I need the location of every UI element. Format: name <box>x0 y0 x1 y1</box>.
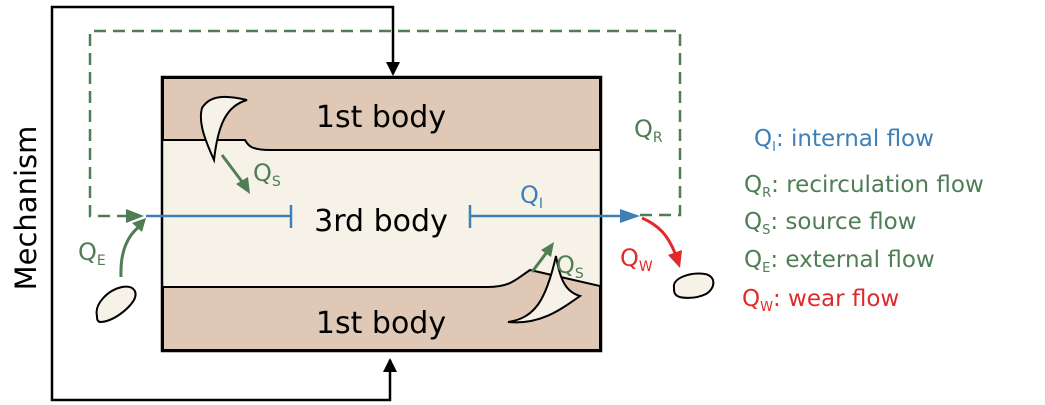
flow-label-external: QE <box>78 238 106 269</box>
external-particle <box>95 285 137 324</box>
source-flow-top-arrow <box>220 154 245 184</box>
mechanism-loop-line <box>50 5 395 402</box>
flow-label-recirculation: QR <box>634 115 663 146</box>
external-flow-arrow <box>119 224 141 278</box>
flow-label-internal: QI <box>520 181 543 212</box>
legend-item-wear: QW: wear flow <box>742 286 899 315</box>
legend-item-source: QS: source flow <box>744 209 917 238</box>
wear-particle <box>672 272 715 299</box>
first-body-bottom-label: 1st body <box>316 306 446 341</box>
legend-item-internal: QI: internal flow <box>754 126 934 155</box>
first-body-top-label: 1st body <box>316 100 446 135</box>
flow-label-source-top: QS <box>253 159 281 190</box>
source-flow-bottom-head <box>541 242 554 257</box>
recirculation-loop <box>88 29 682 218</box>
wear-flow-head <box>668 250 682 268</box>
mechanism-arrowhead-top <box>386 62 400 76</box>
first-body-top-shape <box>162 77 601 151</box>
source-flow-bottom-arrow <box>530 251 549 273</box>
external-flow-head <box>132 218 146 232</box>
first-body-bottom-shape <box>162 268 601 351</box>
internal-flow-arrowhead <box>620 209 640 223</box>
source-particle-bottom <box>507 255 583 324</box>
mechanism-arrowhead-bottom <box>383 358 397 372</box>
legend-item-recirculation: QR: recirculation flow <box>744 172 984 201</box>
recirculation-arrowhead <box>126 209 144 223</box>
flow-label-wear: QW <box>620 244 653 275</box>
flow-label-source-bottom: QS <box>556 251 584 282</box>
third-body-label: 3rd body <box>314 204 448 239</box>
source-flow-top-head <box>236 177 250 194</box>
legend-item-external: QE: external flow <box>744 247 935 276</box>
wear-flow-arrow <box>641 216 677 254</box>
source-particle-top <box>199 95 248 164</box>
legend: QI: internal flow QR: recirculation flow… <box>742 126 984 315</box>
mechanism-label: Mechanism <box>9 126 43 291</box>
